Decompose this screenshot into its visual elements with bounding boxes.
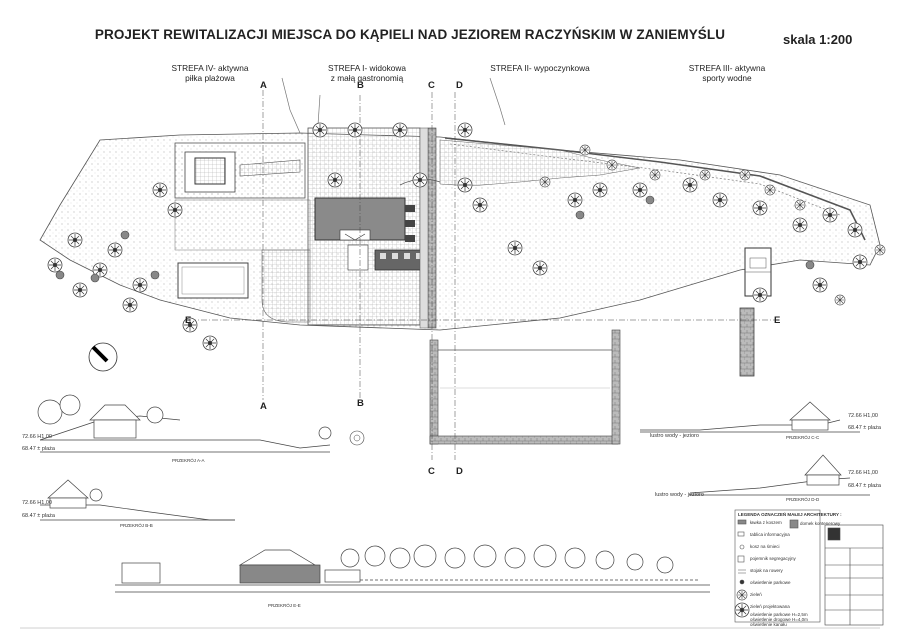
legend-item-bike-rack: stojak na rowery [750, 568, 783, 573]
drawing-scale: skala 1:200 [783, 32, 853, 47]
section-bb-caption: PRZEKRÓJ B-B [120, 523, 153, 528]
level-dd-top: 72.66 H1,00 [848, 470, 878, 476]
level-dd-bottom: 68.47 ± plaża [848, 483, 881, 489]
zone-ii-label: STREFA II- wypoczynkowa [480, 63, 600, 73]
north-arrow-icon [88, 342, 118, 372]
section-cc-drawing [640, 401, 860, 433]
legend-item-bin: kosz na śmieci [750, 544, 780, 549]
pier-strefa-iii [739, 307, 755, 377]
swimming-area [436, 349, 616, 441]
legend-item-park-light-25: oświetlenie parkowe H=2,5m [750, 612, 808, 617]
zone-iv-label: STREFA IV- aktywna piłka plażowa [155, 63, 265, 83]
level-cc-bottom: 68.47 ± plaża [848, 425, 881, 431]
title-block [824, 524, 884, 626]
shoreline [444, 137, 866, 241]
legend-item-road-light-40: oświetlenie drogowe H=4,0m [750, 617, 808, 622]
legend-item-canal-light: oświetlenie kanału [750, 622, 787, 627]
section-cc-caption: PRZEKRÓJ C-C [786, 435, 820, 440]
legend-item-planned-greenery: zieleń projektowana [750, 604, 790, 609]
section-marker-e-right: E [774, 315, 781, 326]
section-marker-c-top: C [428, 80, 435, 91]
zone-iii-label: STREFA III- aktywna sporty wodne [672, 63, 782, 83]
zone-i-line1: STREFA I- widokowa [328, 63, 406, 73]
legend-item-park-light: oświetlenie parkowe [750, 580, 791, 585]
section-ee-drawing [115, 544, 710, 593]
section-marker-c-bottom: C [428, 466, 435, 477]
level-bb-bottom: 68.47 ± plaża [22, 513, 55, 519]
legend-item-segregation-bin: pojemnik segregacyjny [750, 556, 796, 561]
legend-item-bench: ławka z koszem [750, 520, 782, 525]
section-ee-caption: PRZEKRÓJ E-E [268, 603, 301, 608]
zone-iii-line1: STREFA III- aktywna [688, 63, 766, 73]
zone-ii-line1: STREFA II- wypoczynkowa [490, 63, 590, 73]
level-cc-water: lustro wody - jezioro [650, 433, 699, 439]
legend-item-greenery: zieleń [750, 592, 762, 597]
section-bb-drawing [40, 479, 235, 521]
level-dd-water: lustro wody - jezioro [655, 492, 704, 498]
section-marker-d-bottom: D [456, 466, 463, 477]
volleyball-court [177, 262, 249, 299]
section-dd-drawing [689, 454, 870, 496]
level-aa-top: 72.66 H1,00 [22, 434, 52, 440]
legend-box [734, 509, 821, 623]
roundabout-detail [349, 430, 365, 446]
section-marker-a-bottom: A [260, 401, 267, 412]
section-marker-e-left: E [185, 315, 192, 326]
section-marker-b-top: B [357, 80, 364, 91]
section-marker-b-bottom: B [357, 398, 364, 409]
drawing-title: PROJEKT REWITALIZACJI MIEJSCA DO KĄPIELI… [94, 27, 726, 42]
level-aa-bottom: 68.47 ± plaża [22, 446, 55, 452]
legend-title: LEGENDA OZNACZEŃ MAŁEJ ARCHITEKTURY : [738, 512, 842, 517]
zone-iv-line1: STREFA IV- aktywna [171, 63, 249, 73]
section-aa-caption: PRZEKRÓJ A-A [172, 458, 205, 463]
zone-i-label: STREFA I- widokowa z małą gastronomią [312, 63, 422, 83]
level-cc-top: 72.66 H1,00 [848, 413, 878, 419]
zone-iv-line2: piłka plażowa [185, 73, 235, 83]
legend-item-container-house: domek kontenerowy [800, 521, 841, 526]
section-dd-caption: PRZEKRÓJ D-D [786, 497, 820, 502]
zone-i-line2: z małą gastronomią [330, 73, 404, 83]
section-aa-drawing [37, 394, 332, 453]
zone-iii-line2: sporty wodne [702, 73, 752, 83]
level-bb-top: 72.66 H1,00 [22, 500, 52, 506]
section-marker-d-top: D [456, 80, 463, 91]
section-marker-a-top: A [260, 80, 267, 91]
legend-item-info-board: tablica informacyjna [750, 532, 790, 537]
